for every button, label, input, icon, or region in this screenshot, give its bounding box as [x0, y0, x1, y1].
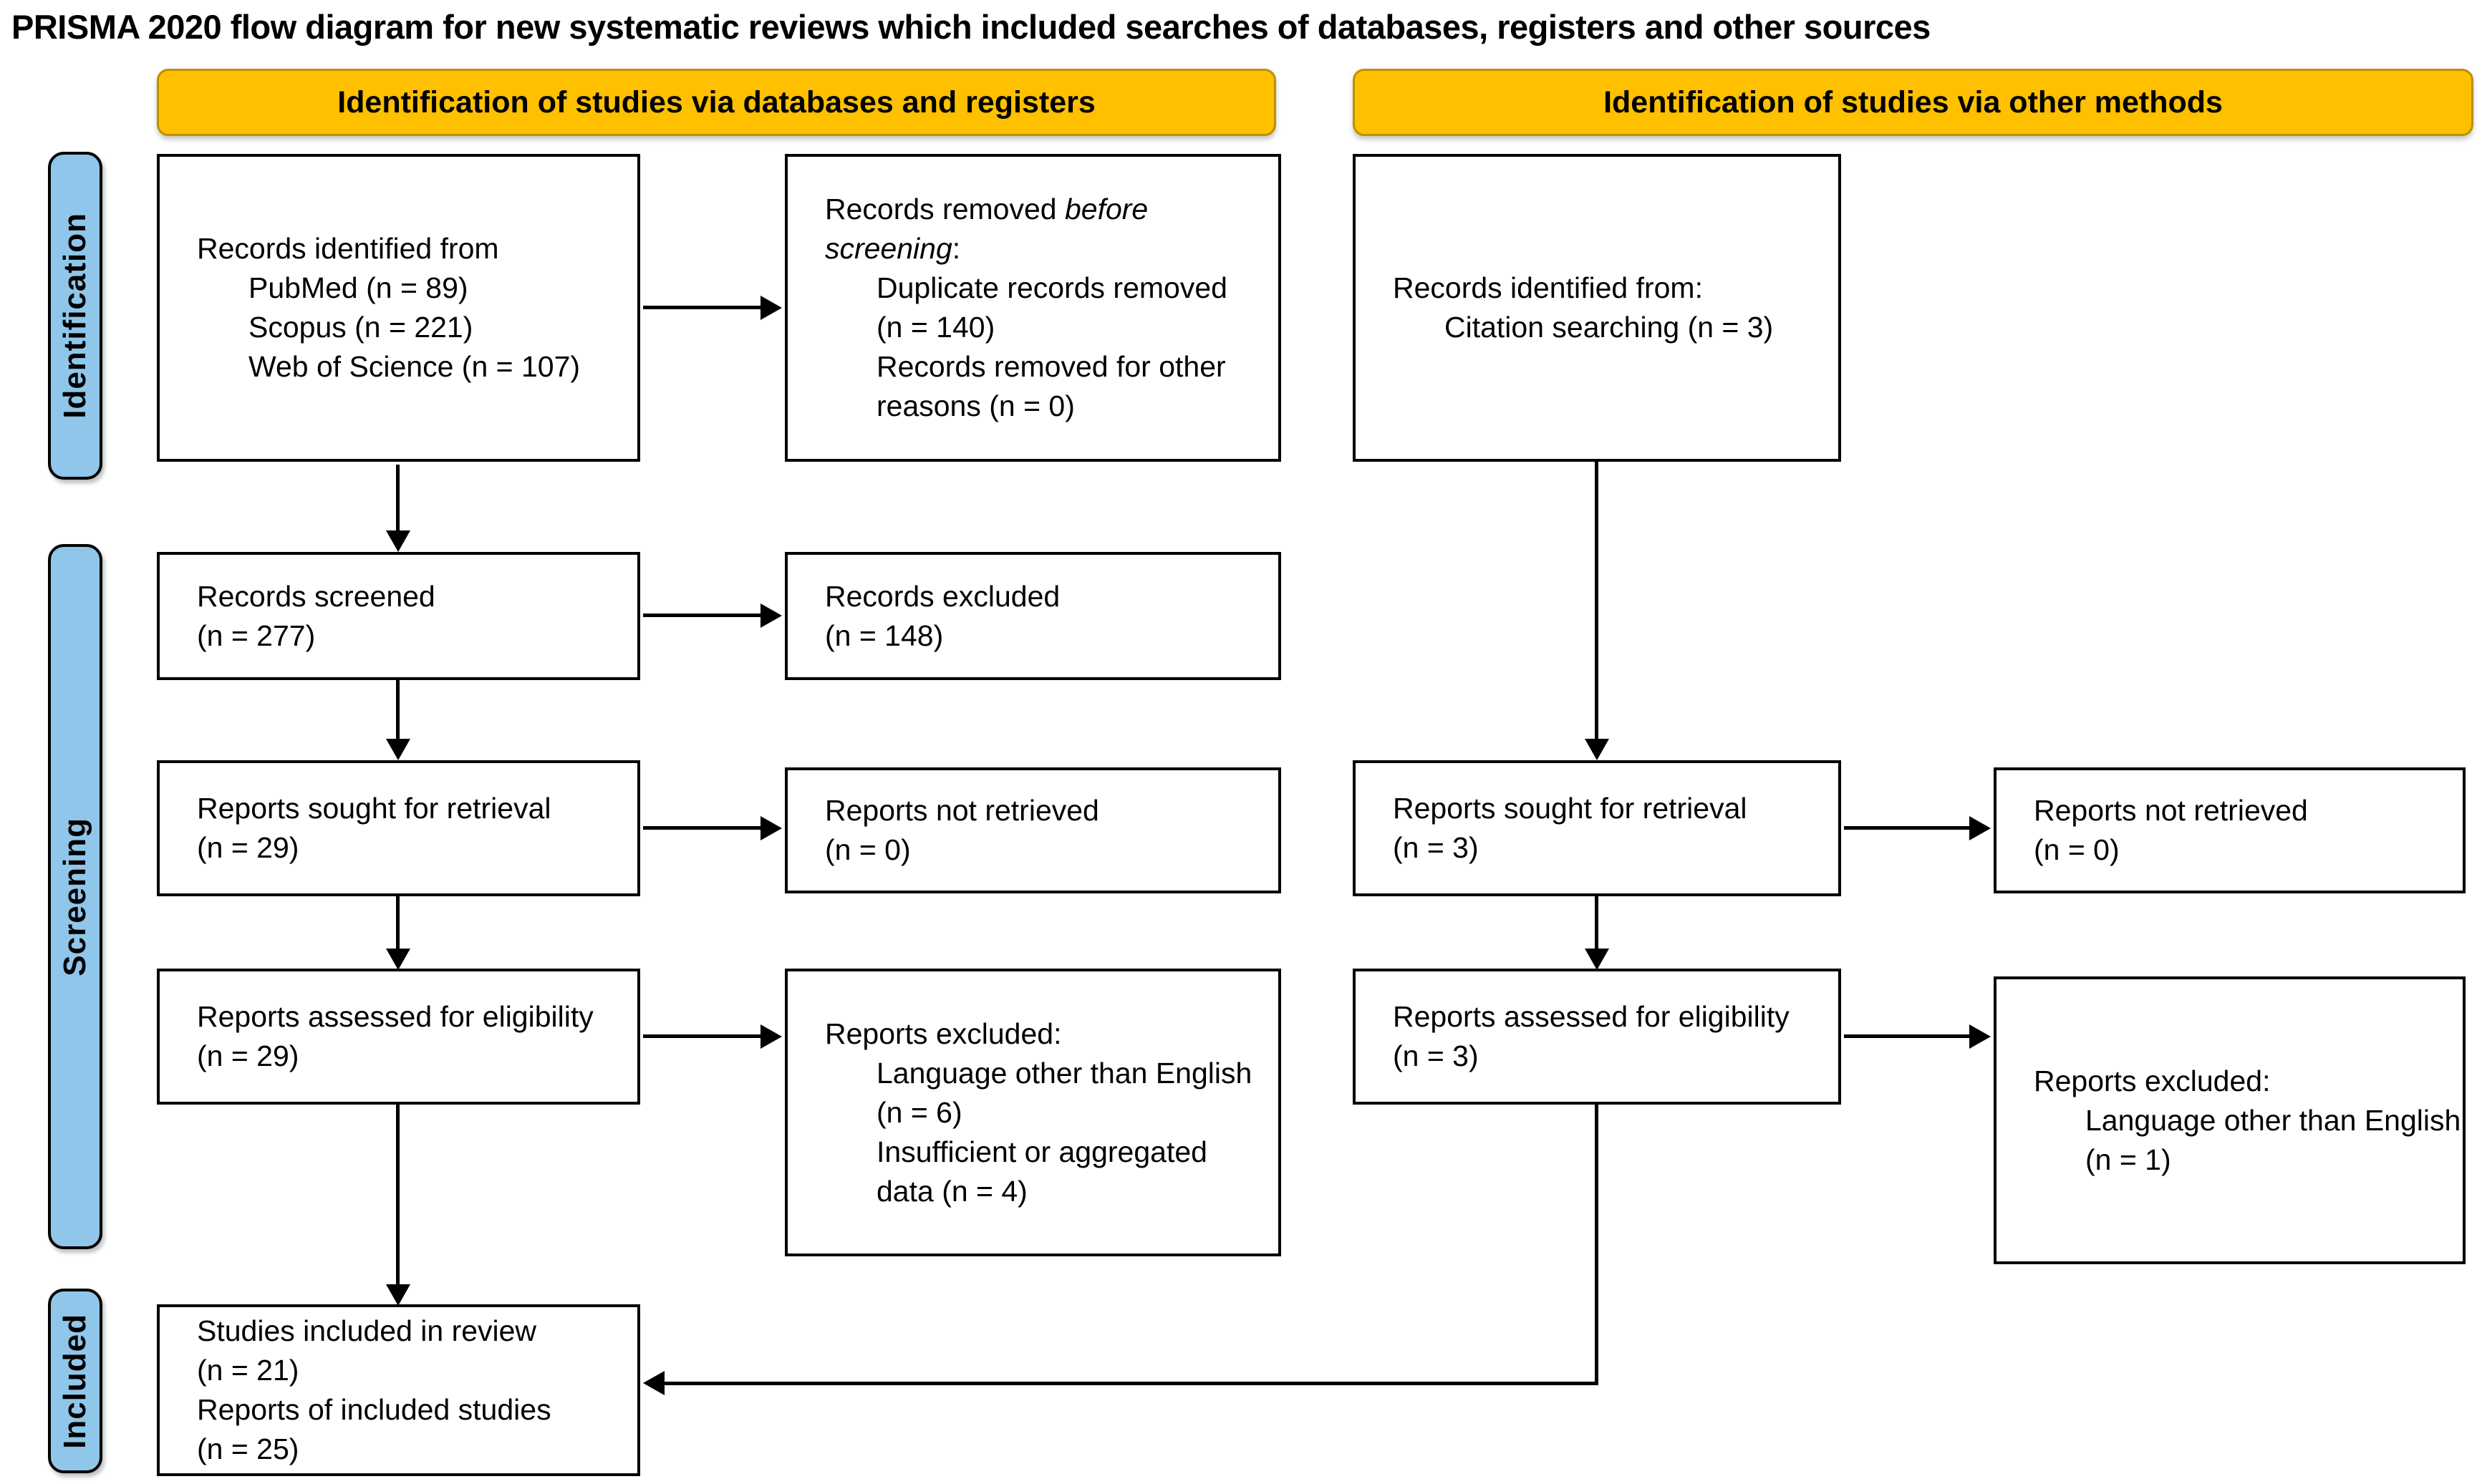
box-line: Records screened [197, 579, 435, 613]
box-records-excluded: Records excluded (n = 148) [785, 552, 1281, 680]
phase-screening-label: Screening [57, 817, 92, 976]
box-line: Records identified from [197, 232, 499, 265]
phase-included: Included [48, 1289, 102, 1473]
box-line: (n = 21) [197, 1354, 299, 1387]
box-reports-assessed-databases: Reports assessed for eligibility (n = 29) [157, 969, 640, 1105]
box-line: Studies included in review [197, 1314, 537, 1347]
box-line: (n = 29) [197, 831, 299, 864]
box-records-screened: Records screened (n = 277) [157, 552, 640, 680]
box-line: Reports excluded: [2034, 1064, 2271, 1097]
phase-identification-label: Identification [57, 213, 92, 419]
box-reports-sought-databases: Reports sought for retrieval (n = 29) [157, 760, 640, 896]
box-line: Reports assessed for eligibility [197, 1000, 594, 1033]
banner-other-label: Identification of studies via other meth… [1603, 84, 2223, 120]
phase-included-label: Included [57, 1313, 92, 1449]
box-line: (n = 148) [825, 619, 944, 652]
box-line: Records identified from: [1393, 271, 1703, 304]
box-line: (n = 0) [2034, 833, 2120, 866]
box-reports-assessed-other: Reports assessed for eligibility (n = 3) [1353, 969, 1841, 1105]
box-line: Language other than English [2085, 1103, 2461, 1137]
phase-identification: Identification [48, 152, 102, 480]
box-reports-excluded-databases: Reports excluded: Language other than Eng… [785, 969, 1281, 1256]
box-line: PubMed (n = 89) [248, 271, 468, 304]
box-line: (n = 25) [197, 1432, 299, 1465]
box-line: (n = 3) [1393, 1039, 1479, 1072]
box-reports-not-retrieved-other: Reports not retrieved (n = 0) [1994, 767, 2466, 893]
box-records-removed-before-screening: Records removed before screening: Duplicat… [785, 154, 1281, 462]
banner-databases-registers: Identification of studies via databases … [157, 69, 1276, 136]
box-line: Records removed before [825, 193, 1149, 225]
box-line: data (n = 4) [877, 1174, 1028, 1208]
box-line: Reports of included studies [197, 1393, 551, 1426]
box-line: Scopus (n = 221) [248, 311, 473, 344]
box-line: Language other than English [877, 1056, 1252, 1090]
box-line: Reports excluded: [825, 1017, 1062, 1050]
box-line: Duplicate records removed [877, 271, 1227, 304]
box-line: Reports assessed for eligibility [1393, 1000, 1790, 1033]
box-line: Reports not retrieved [2034, 794, 2308, 827]
box-line: Reports sought for retrieval [1393, 792, 1747, 825]
box-studies-included: Studies included in review (n = 21) Report… [157, 1304, 640, 1476]
box-reports-sought-other: Reports sought for retrieval (n = 3) [1353, 760, 1841, 896]
box-line: (n = 6) [877, 1095, 962, 1129]
box-line: Records removed for other [877, 350, 1226, 383]
box-line: screening: [825, 232, 961, 265]
banner-databases-label: Identification of studies via databases … [337, 84, 1096, 120]
box-line: Records excluded [825, 579, 1061, 613]
box-line: (n = 0) [825, 833, 911, 866]
box-line: (n = 1) [2085, 1143, 2171, 1176]
box-records-identified-other: Records identified from: Citation searchi… [1353, 154, 1841, 462]
box-line: Web of Science (n = 107) [248, 350, 581, 383]
box-line: Insufficient or aggregated [877, 1135, 1207, 1168]
box-reports-excluded-other: Reports excluded: Language other than Eng… [1994, 976, 2466, 1264]
banner-other-methods: Identification of studies via other meth… [1353, 69, 2473, 136]
box-line: (n = 277) [197, 619, 316, 652]
box-line: (n = 3) [1393, 831, 1479, 864]
box-line: Citation searching (n = 3) [1444, 311, 1774, 344]
box-line: Reports not retrieved [825, 794, 1099, 827]
diagram-title: PRISMA 2020 flow diagram for new systema… [11, 8, 1931, 46]
box-line: (n = 29) [197, 1039, 299, 1072]
box-line: Reports sought for retrieval [197, 792, 551, 825]
phase-screening: Screening [48, 544, 102, 1249]
box-line: reasons (n = 0) [877, 389, 1075, 422]
box-reports-not-retrieved-databases: Reports not retrieved (n = 0) [785, 767, 1281, 893]
box-line: (n = 140) [877, 311, 995, 344]
